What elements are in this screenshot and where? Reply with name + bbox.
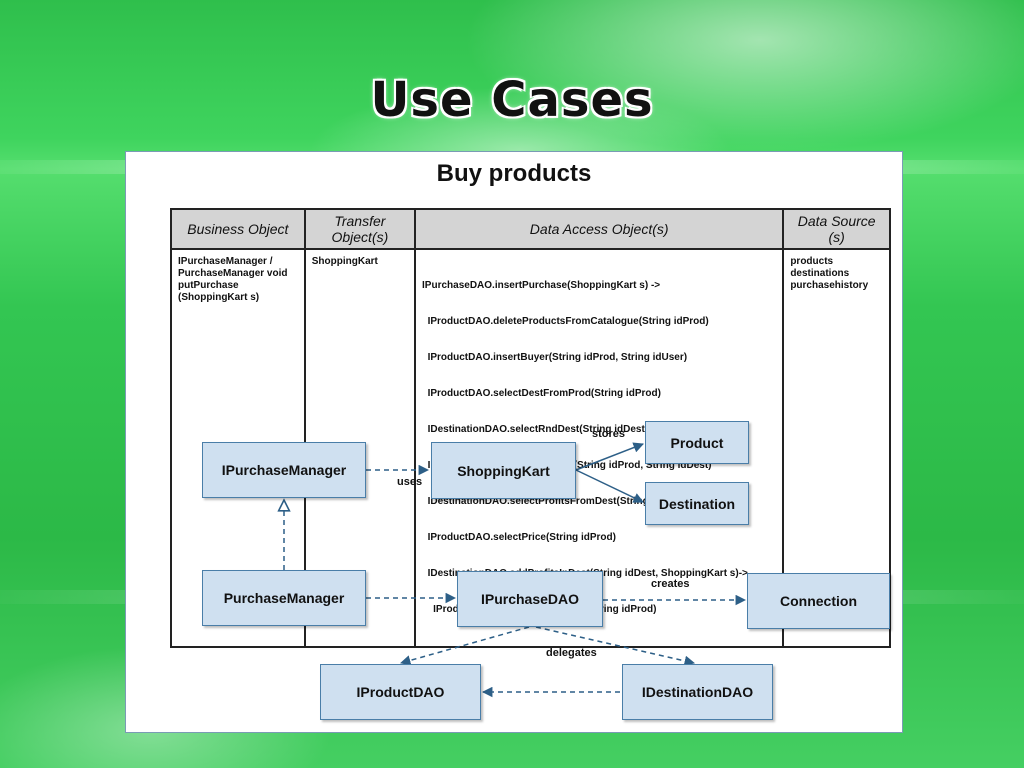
header-transfer-objects: Transfer Object(s): [303, 208, 417, 250]
node-product: Product: [645, 421, 749, 464]
edge-delegates-product: [399, 626, 530, 666]
node-ipurchasedao: IPurchaseDAO: [457, 571, 603, 627]
dao-line: IProductDAO.selectDestFromProd(String id…: [422, 388, 661, 399]
node-purchasemanager: PurchaseManager: [202, 570, 366, 626]
edge-label-creates: creates: [651, 578, 690, 590]
slide-title: Use Cases: [370, 72, 654, 128]
business-object-line: PurchaseManager void: [178, 268, 288, 279]
diagram-connectors: [126, 442, 747, 698]
dao-line: IProductDAO.selectPrice(String idProd): [422, 532, 616, 543]
node-shoppingkart: ShoppingKart: [431, 442, 576, 499]
node-connection: Connection: [747, 573, 890, 629]
business-object-line: IPurchaseManager /: [178, 256, 273, 267]
dao-line: IProductDAO.insertBuyer(String idProd, S…: [422, 352, 688, 363]
diagram-panel: Buy products Business Object Transfer Ob…: [125, 151, 903, 733]
header-data-access-objects: Data Access Object(s): [414, 208, 785, 250]
node-destination: Destination: [645, 482, 749, 525]
header-business-object: Business Object: [170, 208, 306, 250]
dao-line: IDestinationDAO.selectRndDest(String idD…: [422, 424, 649, 435]
dao-line: IPurchaseDAO.insertPurchase(ShoppingKart…: [422, 280, 661, 291]
node-ipurchasemanager: IPurchaseManager: [202, 442, 366, 498]
transfer-object-line: ShoppingKart: [311, 256, 378, 267]
diagram-title: Buy products: [436, 160, 592, 187]
edge-label-delegates: delegates: [546, 647, 597, 659]
edge-label-uses: uses: [397, 476, 423, 488]
edge-stores-destination: [575, 469, 644, 503]
edge-label-stores: stores: [592, 428, 626, 440]
edge-delegates-destination: [535, 626, 696, 667]
data-source-line: destinations: [790, 268, 850, 279]
edge-stores-product: [575, 442, 644, 471]
header-data-sources: Data Source (s): [782, 208, 891, 250]
data-source-line: products: [790, 256, 834, 267]
data-source-line: purchasehistory: [790, 280, 869, 291]
node-iproductdao: IProductDAO: [320, 664, 481, 720]
business-object-line: (ShoppingKart s): [178, 292, 260, 303]
dao-line: IProductDAO.deleteProductsFromCatalogue(…: [422, 316, 709, 327]
node-idestinationdao: IDestinationDAO: [622, 664, 773, 720]
business-object-line: putPurchase: [178, 280, 239, 291]
